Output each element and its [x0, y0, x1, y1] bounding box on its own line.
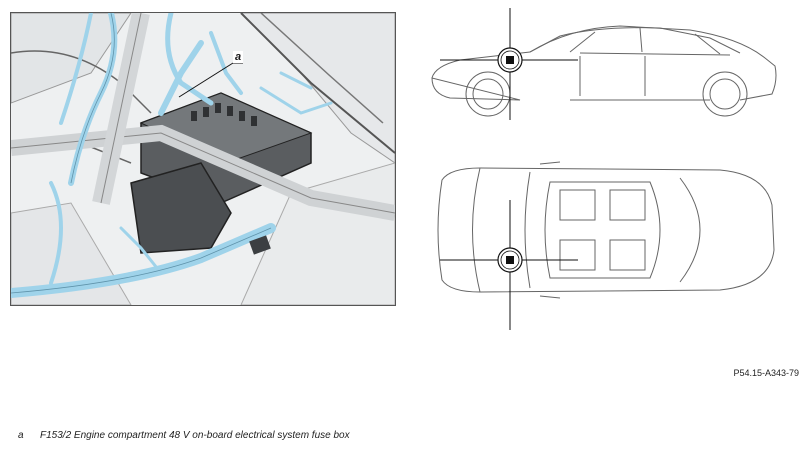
callout-leader-line — [178, 62, 234, 98]
vehicle-side-drawing — [431, 8, 777, 120]
legend: a F153/2 Engine compartment 48 V on-board… — [18, 430, 350, 441]
engine-compartment-illustration: a — [10, 12, 396, 306]
vehicle-top-view — [420, 160, 790, 330]
callout-label-a: a — [233, 51, 244, 63]
legend-text-a: F153/2 Engine compartment 48 V on-board … — [40, 430, 350, 441]
legend-key-a: a — [18, 430, 24, 441]
engine-compartment-drawing — [11, 13, 395, 305]
figure-reference-code: P54.15-A343-79 — [733, 368, 799, 378]
side-view-location-marker — [506, 56, 514, 64]
vehicle-side-view — [420, 8, 790, 120]
vehicle-top-drawing — [437, 161, 775, 330]
top-view-location-marker — [506, 256, 514, 264]
